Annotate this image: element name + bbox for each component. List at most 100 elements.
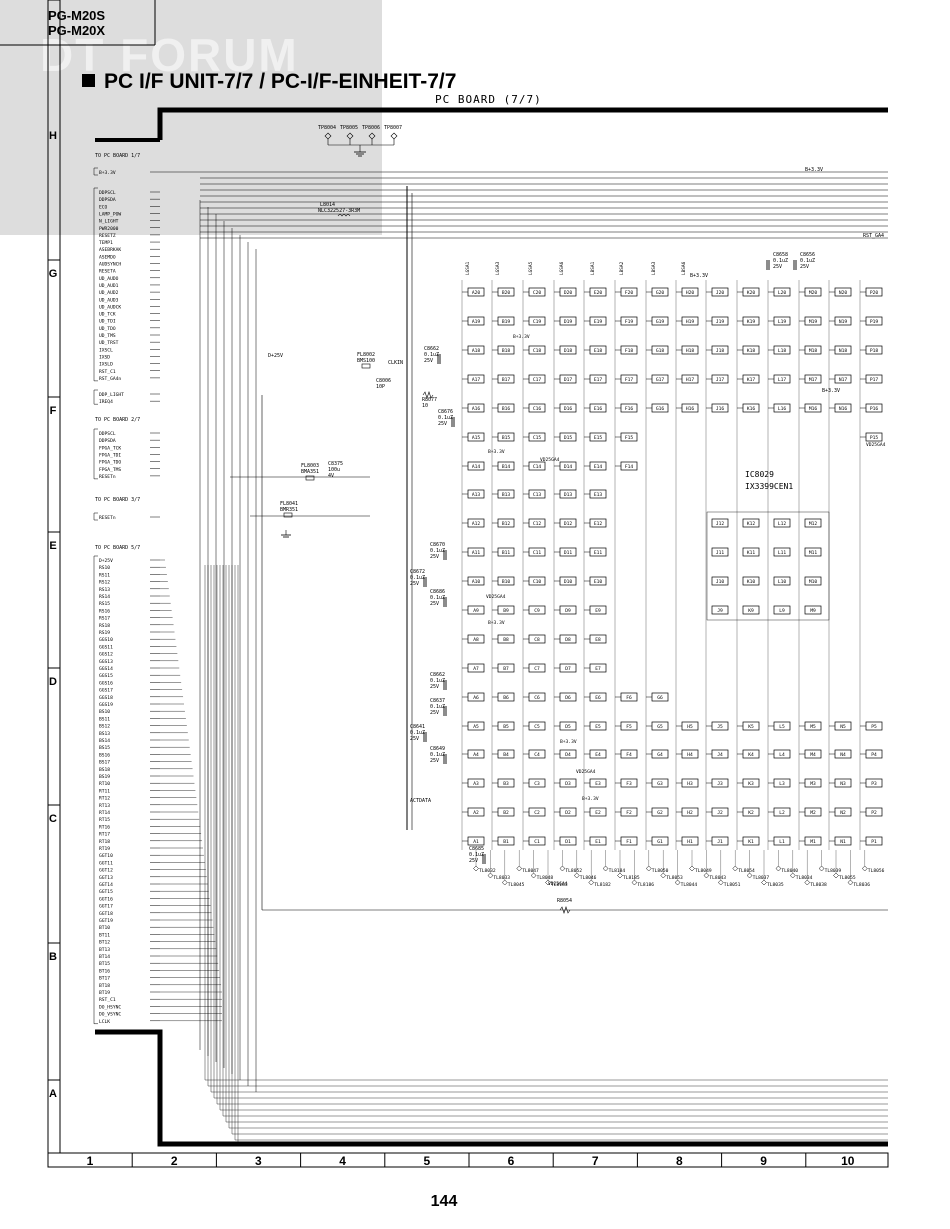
bullet-square-icon bbox=[82, 74, 95, 87]
bga-ball-pad bbox=[804, 576, 822, 586]
bga-ball-label: B9 bbox=[503, 608, 509, 614]
connector-pin-label: FPGA_TCK bbox=[99, 445, 121, 451]
bga-ball-label: D3 bbox=[565, 781, 571, 787]
row-label-a: A bbox=[49, 1088, 57, 1100]
bga-ball-label: D16 bbox=[564, 406, 573, 412]
test-point-icon bbox=[530, 872, 537, 879]
connector-pin-label: BT15 bbox=[99, 961, 110, 967]
row-label-g: G bbox=[48, 268, 58, 280]
bga-ball-label: D19 bbox=[564, 319, 573, 325]
connector-pin-label: RESETA bbox=[99, 269, 116, 275]
bga-ball-label: C20 bbox=[533, 290, 542, 296]
bga-ball-pad bbox=[711, 605, 729, 615]
bga-ball-label: K17 bbox=[747, 377, 756, 383]
bga-ball-label: C13 bbox=[533, 492, 542, 498]
signal-label: LGSA3 bbox=[495, 261, 501, 275]
test-point-icon bbox=[324, 132, 332, 140]
test-point-icon bbox=[847, 879, 854, 886]
bga-ball-label: F6 bbox=[626, 695, 632, 701]
bga-ball-label: M17 bbox=[809, 377, 818, 383]
bga-ball-label: K11 bbox=[747, 550, 756, 556]
connector-pin-label: BS16 bbox=[99, 752, 110, 758]
connector-pin-label: RS14 bbox=[99, 594, 110, 600]
column-label-7: 7 bbox=[591, 1154, 599, 1168]
test-point-icon bbox=[545, 879, 551, 886]
bga-ball-label: N4 bbox=[840, 752, 846, 758]
bga-ball-label: H18 bbox=[686, 348, 695, 354]
bga-ball-label: D6 bbox=[565, 695, 571, 701]
bga-ball-label: L12 bbox=[778, 521, 787, 527]
bga-ball-label: E9 bbox=[595, 608, 601, 614]
column-label-3: 3 bbox=[255, 1154, 262, 1168]
test-point-icon bbox=[861, 865, 868, 872]
capacitor-ref: C8662 bbox=[430, 672, 445, 678]
connector-pin-label: UD_TDI bbox=[99, 319, 116, 325]
bga-ball-label: A16 bbox=[472, 406, 481, 412]
bga-ball-label: F4 bbox=[626, 752, 632, 758]
bga-ball-label: A15 bbox=[472, 435, 481, 441]
connector-pin-label: RS15 bbox=[99, 601, 110, 607]
capacitor-voltage: 25V bbox=[800, 264, 809, 270]
bga-ball-label: C15 bbox=[533, 435, 542, 441]
connector-pin-label: GGT13 bbox=[99, 875, 113, 881]
bga-ball-label: F3 bbox=[626, 781, 632, 787]
row-label-d: D bbox=[49, 676, 57, 688]
test-point-label: TL8184 bbox=[609, 868, 626, 874]
test-point-label: TL8055 bbox=[839, 875, 856, 881]
part-ref: C8006 bbox=[376, 378, 391, 384]
bga-ball-label: E8 bbox=[595, 637, 601, 643]
bga-ball-label: A12 bbox=[472, 521, 481, 527]
bga-ball-label: G16 bbox=[656, 406, 665, 412]
connector-pin-label: BT11 bbox=[99, 932, 110, 938]
test-point-icon bbox=[573, 872, 580, 879]
power-label: B+3.3V bbox=[690, 273, 708, 279]
connector-pin-label: DO_VSYNC bbox=[99, 1012, 121, 1018]
model-number-2: PG-M20X bbox=[48, 23, 106, 38]
test-point-icon bbox=[501, 879, 508, 886]
connector-pin-label: GGS12 bbox=[99, 652, 113, 658]
model-numbers: PG-M20S PG-M20X bbox=[48, 8, 105, 38]
test-point-label: TL8183 bbox=[551, 882, 568, 888]
connector-pin-label: RST_C1 bbox=[99, 997, 116, 1003]
power-label: VD25GA4 bbox=[540, 457, 560, 463]
bga-ball-label: A13 bbox=[472, 492, 481, 498]
capacitor-ref: C8685 bbox=[469, 846, 484, 852]
bga-ball-label: M10 bbox=[809, 579, 818, 585]
bga-ball-label: F16 bbox=[625, 406, 634, 412]
part-value: BMR351 bbox=[280, 507, 298, 513]
bga-ball-label: N5 bbox=[840, 724, 846, 730]
bga-ball-label: M16 bbox=[809, 406, 818, 412]
power-label: B+3.3V bbox=[582, 796, 599, 802]
bga-ball-label: L16 bbox=[778, 406, 787, 412]
bga-ball-label: L17 bbox=[778, 377, 787, 383]
connector-pin-label: RT13 bbox=[99, 803, 110, 809]
connector-pin-label: BT10 bbox=[99, 925, 110, 931]
test-point-label: TL8049 bbox=[695, 868, 712, 874]
test-point-icon bbox=[617, 872, 623, 879]
bga-ball-label: J18 bbox=[716, 348, 725, 354]
bga-ball-label: A14 bbox=[472, 464, 481, 470]
bga-ball-label: B20 bbox=[502, 290, 511, 296]
connector-pin-label: RESETZ bbox=[99, 233, 116, 239]
connector-pin-label: UD_TCK bbox=[99, 312, 116, 318]
connector-pin-label: GGS16 bbox=[99, 680, 113, 686]
bga-ball-label: K3 bbox=[748, 781, 754, 787]
bga-ball-label: D14 bbox=[564, 464, 573, 470]
bga-ball-label: B2 bbox=[503, 810, 509, 816]
test-point-label: TL8045 bbox=[508, 882, 525, 888]
part-value: BMA351 bbox=[301, 469, 319, 475]
test-point-label: TL8054 bbox=[738, 868, 755, 874]
bga-ball-label: F1 bbox=[626, 839, 632, 845]
bga-ball-label: C3 bbox=[534, 781, 540, 787]
bga-ball-label: D18 bbox=[564, 348, 573, 354]
capacitor-ref: C8686 bbox=[430, 589, 445, 595]
bga-ball-label: B6 bbox=[503, 695, 509, 701]
column-label-2: 2 bbox=[170, 1154, 178, 1168]
bga-ball-pad bbox=[742, 605, 760, 615]
connector-pin-label: FPGA_TMS bbox=[99, 467, 121, 473]
test-point-label: TL8050 bbox=[652, 868, 669, 874]
test-point-icon bbox=[833, 872, 839, 879]
bga-ball-label: J5 bbox=[717, 724, 723, 730]
bga-ball-label: N20 bbox=[839, 290, 848, 296]
net-label: RST_GA4 bbox=[863, 233, 884, 239]
